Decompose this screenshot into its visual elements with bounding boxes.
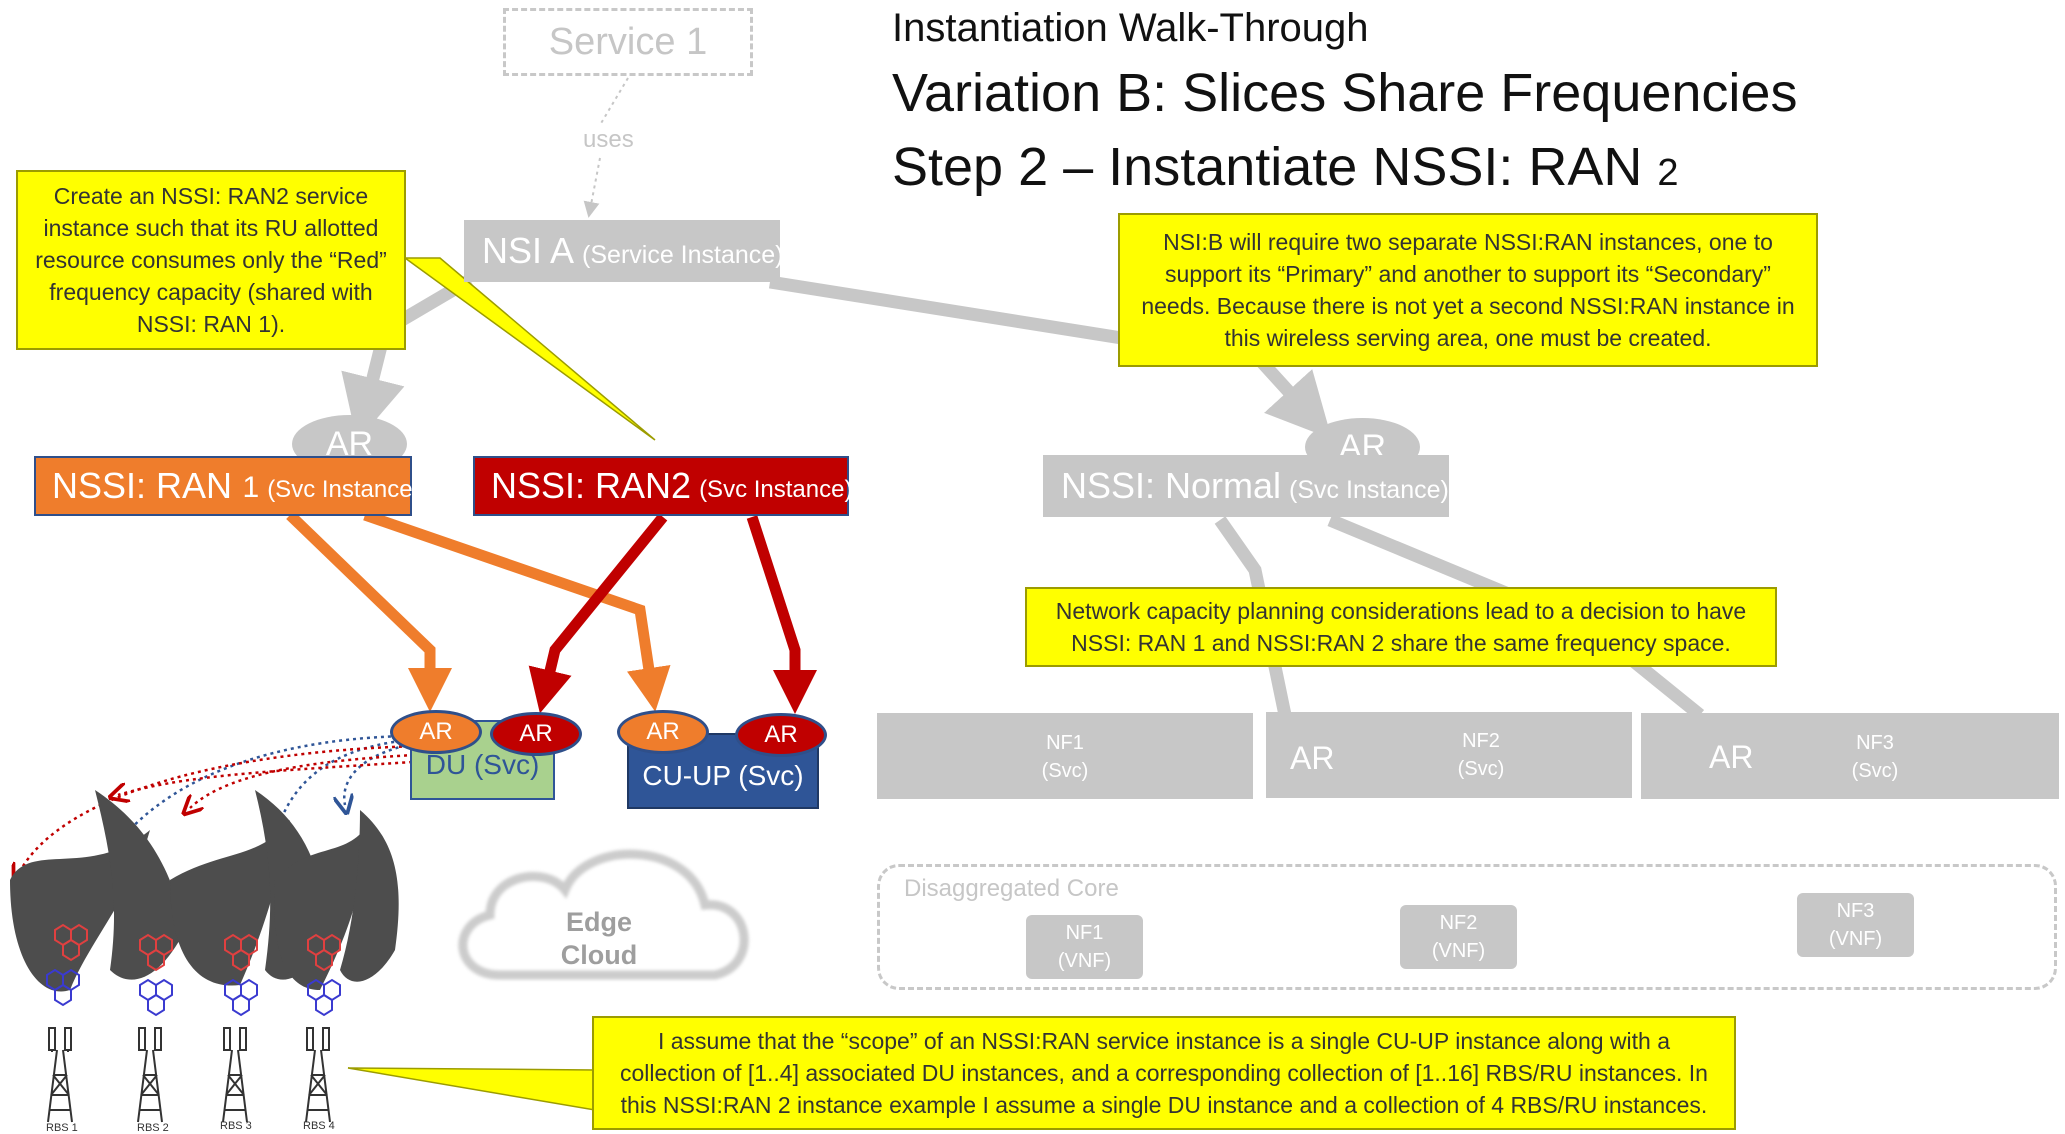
rbs-3-label: RBS 3 (220, 1120, 252, 1132)
service-1-box[interactable]: Service 1 (503, 8, 753, 76)
uses-label: uses (583, 126, 634, 153)
nsi-b-callout: NSI:B will require two separate NSSI:RAN… (1118, 213, 1818, 367)
walkthrough-title: Instantiation Walk-Through (892, 6, 1369, 50)
scope-callout-pointer (347, 1067, 596, 1111)
scope-callout: I assume that the “scope” of an NSSI:RAN… (592, 1016, 1736, 1130)
cuup-ar-red[interactable]: AR (735, 713, 827, 757)
nf3-svc-text: NF3(Svc) (1851, 732, 1899, 782)
ran2-to-cuup-arrow (746, 515, 817, 714)
du-link-blue-3 (344, 742, 413, 805)
cuup-ar-orange[interactable]: AR (617, 710, 709, 754)
hex-cells (46, 923, 341, 1017)
coverage-shapes (10, 790, 399, 992)
ran2-to-du-arrow (528, 513, 668, 714)
nf2-ar-label: AR (1290, 740, 1335, 776)
rbs-1-label: RBS 1 (46, 1122, 78, 1134)
edge-cloud-shape (458, 849, 749, 980)
nssi-normal-box[interactable]: NSSI: Normal(Svc Instance) (1043, 455, 1449, 517)
nf3-ar-label: AR (1709, 739, 1754, 775)
nssi-ran1-box[interactable]: NSSI: RAN 1(Svc Instance) (34, 456, 421, 516)
nf3-svc-box[interactable]: AR NF3(Svc) (1641, 713, 2059, 799)
create-nssi-callout: Create an NSSI: RAN2 service instance su… (16, 170, 406, 350)
step-title: Step 2 – Instantiate NSSI: RAN 2 (892, 137, 1679, 197)
nf3-vnf-box[interactable]: NF3(VNF) (1797, 893, 1914, 957)
nf2-svc-box[interactable]: AR NF2(Svc) (1266, 712, 1632, 798)
nsi-a-box[interactable]: NSI A(Service Instance) (464, 220, 784, 282)
ran1-to-cuup-arrow (363, 509, 671, 712)
nf1-svc-box[interactable]: NF1(Svc) (877, 713, 1253, 799)
capacity-planning-callout: Network capacity planning considerations… (1025, 587, 1777, 667)
nssi-ran2-box[interactable]: NSSI: RAN2(Svc Instance) (473, 456, 852, 516)
variation-title: Variation B: Slices Share Frequencies (892, 63, 1798, 123)
ran1-to-du-arrow (286, 511, 452, 712)
rbs-4-label: RBS 4 (303, 1120, 335, 1132)
du-ar-red[interactable]: AR (490, 712, 582, 756)
du-ar-orange[interactable]: AR (390, 710, 482, 754)
du-link-red-1 (18, 744, 501, 875)
core-label: Disaggregated Core (904, 875, 1119, 902)
rbs-2-label: RBS 2 (137, 1122, 169, 1134)
nf2-svc-text: NF2(Svc) (1457, 730, 1505, 780)
nf1-vnf-box[interactable]: NF1(VNF) (1026, 915, 1143, 979)
callout-pointer (402, 257, 656, 441)
uses-connector (590, 77, 629, 210)
nf2-vnf-box[interactable]: NF2(VNF) (1400, 905, 1517, 969)
rbs-towers (47, 1027, 331, 1123)
disaggregated-core-frame: Disaggregated Core (877, 864, 2057, 990)
